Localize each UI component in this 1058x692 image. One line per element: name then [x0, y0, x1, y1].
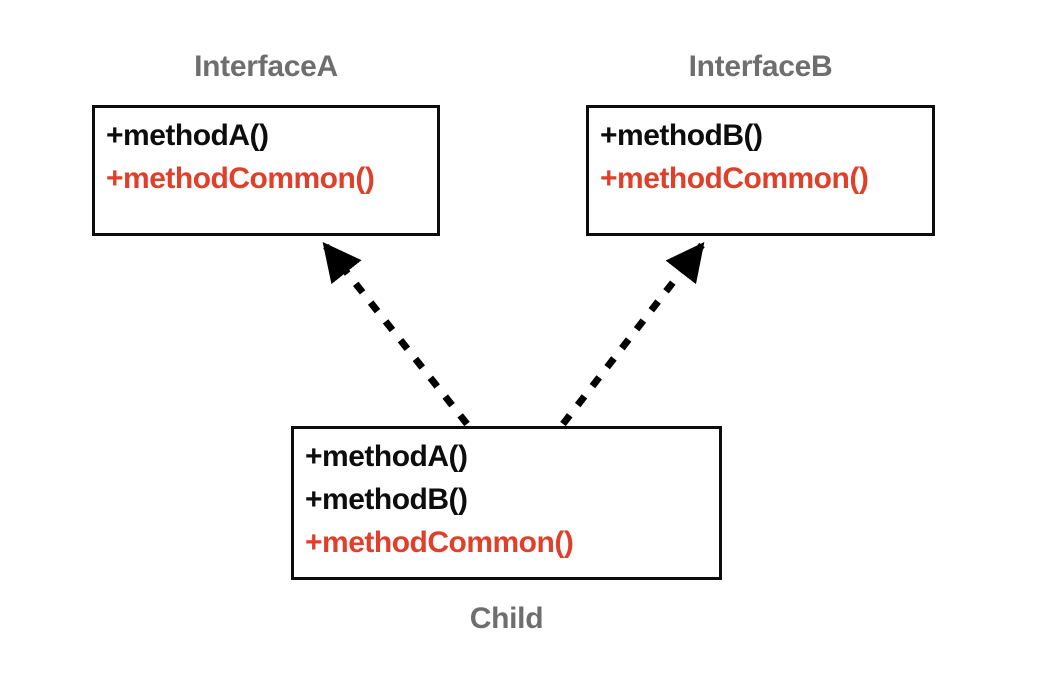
- method-item-common: +methodCommon(): [106, 162, 375, 195]
- method-item: +methodB(): [600, 119, 763, 152]
- class-box-interface-b[interactable]: +methodB() +methodCommon(): [586, 105, 935, 236]
- method-item: +methodB(): [305, 483, 468, 516]
- connector-child-to-interface-a: [322, 241, 470, 427]
- class-box-interface-a[interactable]: +methodA() +methodCommon(): [92, 105, 440, 236]
- class-box-child[interactable]: +methodA() +methodB() +methodCommon(): [291, 426, 722, 580]
- method-list-interface-a: +methodA() +methodCommon(): [95, 108, 437, 200]
- class-title-child: Child: [469, 602, 544, 635]
- connector-child-to-interface-b: [560, 241, 705, 427]
- class-title-interface-a: InterfaceA: [194, 50, 338, 83]
- method-item-common: +methodCommon(): [305, 526, 574, 559]
- method-item: +methodA(): [305, 440, 468, 473]
- method-item-common: +methodCommon(): [600, 162, 869, 195]
- method-list-child: +methodA() +methodB() +methodCommon(): [294, 429, 719, 564]
- method-list-interface-b: +methodB() +methodCommon(): [589, 108, 932, 200]
- method-item: +methodA(): [106, 119, 269, 152]
- class-title-interface-b: InterfaceB: [688, 50, 833, 83]
